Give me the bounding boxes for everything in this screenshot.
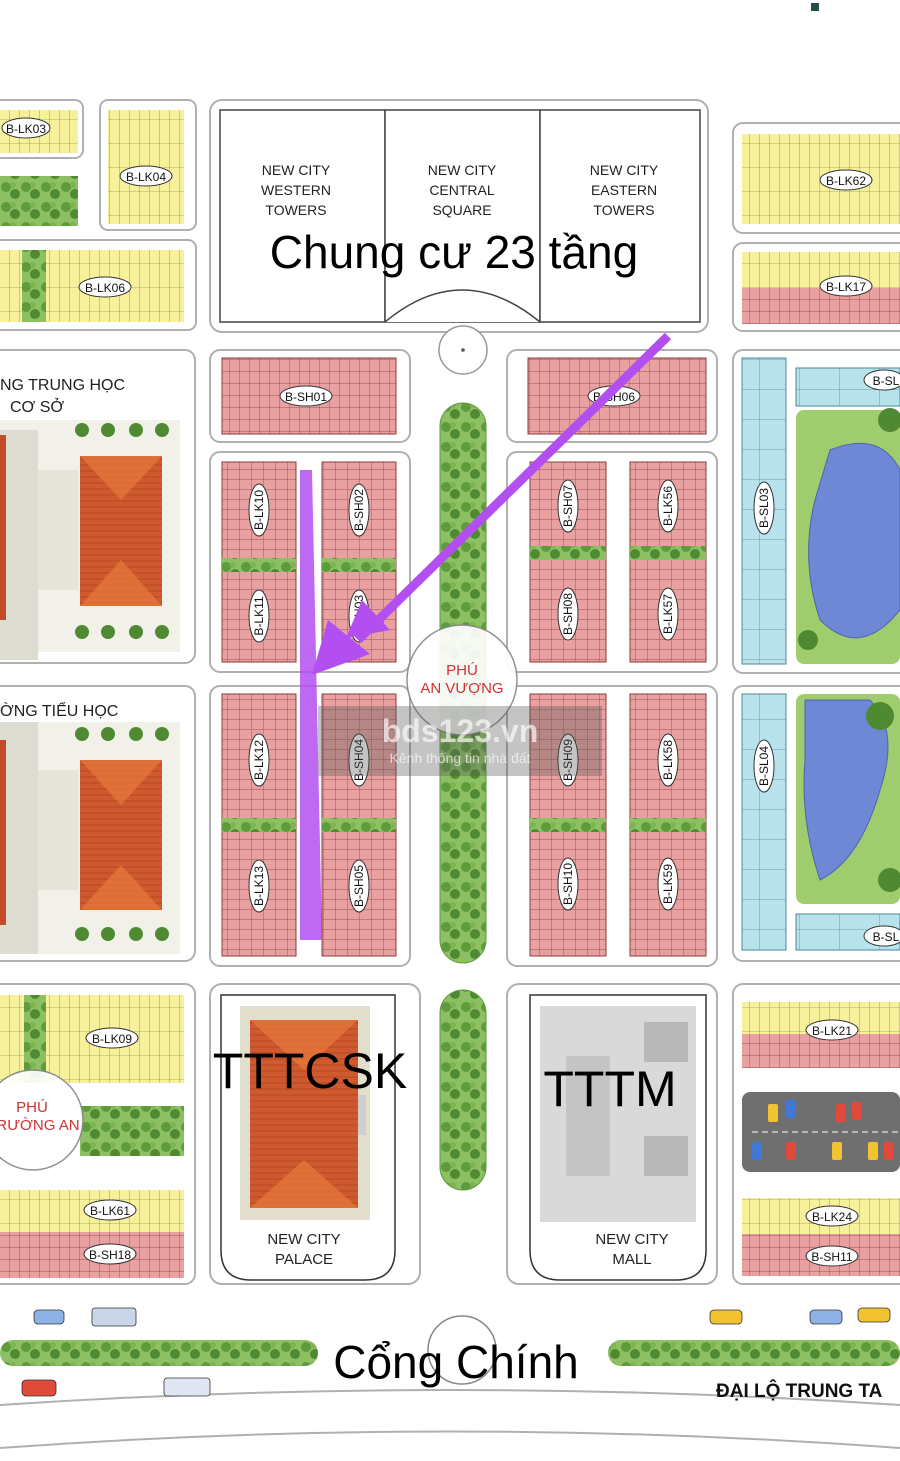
eastern-towers-line-3: TOWERS — [593, 202, 654, 218]
palace-label-2: PALACE — [275, 1251, 333, 1268]
lot-label-lk12: B-LK12 — [252, 740, 266, 780]
watermark-box — [318, 706, 602, 776]
new-city-mall-building — [529, 994, 707, 1281]
watermark-sub: Kênh thông tin nhà đất — [390, 750, 531, 766]
central-square-line-2: CENTRAL — [429, 182, 495, 198]
lot-label-sl-lower: B-SL — [873, 930, 900, 944]
ward-label-phu-truong-an-1: PHÚ — [16, 1099, 48, 1116]
lot-label-lk13: B-LK13 — [252, 866, 266, 906]
lot-label-lk03: B-LK03 — [6, 122, 46, 136]
mall-label-1: NEW CITY — [595, 1231, 668, 1248]
primary-school-label: ỜNG TIỂU HỌC — [0, 701, 118, 720]
central-square-line-3: SQUARE — [432, 202, 491, 218]
hedge-right — [608, 1340, 900, 1366]
primary-school-building — [0, 722, 180, 954]
ward-label-phu-an-vuong-1: PHÚ — [446, 662, 478, 679]
lot-label-sh08: B-SH08 — [561, 593, 575, 635]
lot-label-sl03: B-SL03 — [757, 488, 771, 528]
eastern-towers-line-2: EASTERN — [591, 182, 657, 198]
lot-label-sl-upper: B-SL — [873, 374, 900, 388]
ward-circle-phu-an-vuong — [406, 624, 518, 736]
lake-block-lower — [741, 693, 900, 951]
apartment-overlay-label: Chung cư 23 tầng — [270, 226, 638, 278]
lot-label-lk11: B-LK11 — [252, 596, 266, 635]
lot-label-sh18: B-SH18 — [89, 1248, 131, 1262]
lot-label-lk09: B-LK09 — [92, 1032, 132, 1046]
lot-label-lk61: B-LK61 — [90, 1204, 130, 1218]
lot-label-lk06: B-LK06 — [85, 281, 125, 295]
lot-label-lk57: B-LK57 — [661, 594, 675, 634]
route-arrows — [300, 332, 672, 940]
lot-label-sh01: B-SH01 — [285, 390, 327, 404]
watermark-main: bds123.vn — [382, 713, 539, 749]
tree-strip-bottom-left — [80, 1106, 184, 1156]
mall-label-2: MALL — [612, 1251, 651, 1268]
central-square-line-1: NEW CITY — [428, 162, 497, 178]
lot-label-sh09: B-SH09 — [561, 739, 575, 781]
western-towers-line-1: NEW CITY — [262, 162, 331, 178]
lot-label-lk62: B-LK62 — [826, 174, 866, 188]
middle-school-building — [0, 420, 180, 660]
new-city-palace-building — [220, 994, 396, 1281]
lot-label-sh05: B-SH05 — [352, 865, 366, 907]
tttcsk-label: TTTCSK — [213, 1043, 407, 1099]
lot-label-lk56: B-LK56 — [661, 486, 675, 526]
lot-label-sh10: B-SH10 — [561, 863, 575, 905]
parking-lot — [742, 1092, 900, 1172]
corner-marker — [811, 3, 819, 11]
lot-label-sh07: B-SH07 — [561, 485, 575, 527]
hedge-left — [0, 1340, 318, 1366]
middle-school-label-1: NG TRUNG HỌC — [0, 377, 125, 394]
lot-label-ovals-row-1 — [248, 479, 679, 643]
lot-label-lk21: B-LK21 — [812, 1024, 852, 1038]
lot-label-sh11: B-SH11 — [811, 1250, 852, 1264]
lake-block-upper — [741, 357, 900, 665]
western-towers-line-2: WESTERN — [261, 182, 331, 198]
apartment-towers — [219, 109, 701, 323]
vehicles — [21, 1307, 891, 1397]
tree-strip — [0, 176, 78, 226]
eastern-towers-line-1: NEW CITY — [590, 162, 659, 178]
main-gate-label: Cổng Chính — [333, 1336, 579, 1388]
lot-label-lk24: B-LK24 — [812, 1210, 852, 1224]
lot-label-sh04: B-SH04 — [352, 739, 366, 781]
lot-label-lk17: B-LK17 — [826, 280, 866, 294]
tttm-label: TTTM — [543, 1061, 676, 1117]
ward-label-phu-truong-an-2: RƯỜNG AN — [0, 1117, 80, 1134]
lot-label-lk04: B-LK04 — [126, 170, 166, 184]
lot-label-lk58: B-LK58 — [661, 740, 675, 780]
lot-label-ovals-row-2 — [248, 733, 679, 913]
lot-block-lk17 — [742, 252, 900, 288]
ward-label-phu-an-vuong-2: AN VƯỢNG — [420, 680, 503, 697]
western-towers-line-3: TOWERS — [265, 202, 326, 218]
lot-label-lk10: B-LK10 — [252, 490, 266, 530]
lot-label-sh02: B-SH02 — [352, 489, 366, 531]
boulevard-label: ĐẠI LỘ TRUNG TA — [716, 1380, 883, 1402]
lot-label-sl04: B-SL04 — [757, 746, 771, 786]
middle-school-label-2: CƠ SỞ — [10, 397, 64, 416]
main-gate-roundabout — [427, 1315, 497, 1385]
green-median-lower — [439, 989, 487, 1191]
ward-circle-phu-truong-an — [0, 1069, 84, 1171]
lot-label-lk59: B-LK59 — [661, 864, 675, 904]
palace-label-1: NEW CITY — [267, 1231, 340, 1248]
